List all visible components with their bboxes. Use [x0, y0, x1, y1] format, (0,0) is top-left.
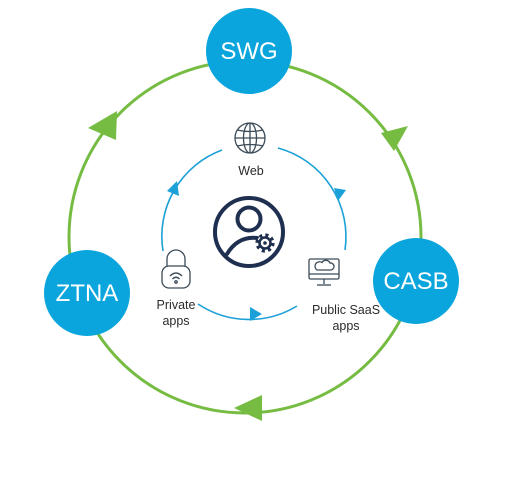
node-ztna: ZTNA — [44, 250, 130, 336]
gear-icon — [255, 233, 275, 253]
private-apps-label-line1: Private — [157, 298, 196, 312]
padlock-wifi-icon — [161, 249, 191, 289]
node-casb-label: CASB — [383, 268, 448, 295]
inner-arrow-bottom — [250, 307, 262, 321]
outer-arrow-left — [88, 111, 117, 140]
node-casb: CASB — [373, 238, 459, 324]
node-casb-circle — [373, 238, 459, 324]
inner-arc-web-to-private — [161, 149, 223, 252]
node-swg-circle — [206, 8, 292, 94]
saas-apps-label-line2: apps — [332, 319, 359, 333]
user-settings-icon — [213, 196, 285, 268]
web-label: Web — [238, 164, 264, 178]
private-apps-label-line2: apps — [162, 314, 189, 328]
inner-arrow-right — [334, 188, 346, 201]
inner-arrow-left — [167, 181, 179, 196]
node-swg-label: SWG — [220, 38, 277, 65]
node-swg: SWG — [206, 8, 292, 94]
node-ztna-circle — [44, 250, 130, 336]
outer-arrow-right — [381, 126, 408, 151]
saas-apps-label-line1: Public SaaS — [312, 303, 380, 317]
inner-arc-web-to-saas — [277, 147, 347, 251]
node-ztna-label: ZTNA — [56, 280, 119, 307]
inner-arc-private-to-saas — [197, 303, 298, 321]
outer-arrow-bottom — [234, 395, 262, 421]
cloud-monitor-icon — [308, 258, 340, 286]
globe-icon — [234, 122, 266, 154]
